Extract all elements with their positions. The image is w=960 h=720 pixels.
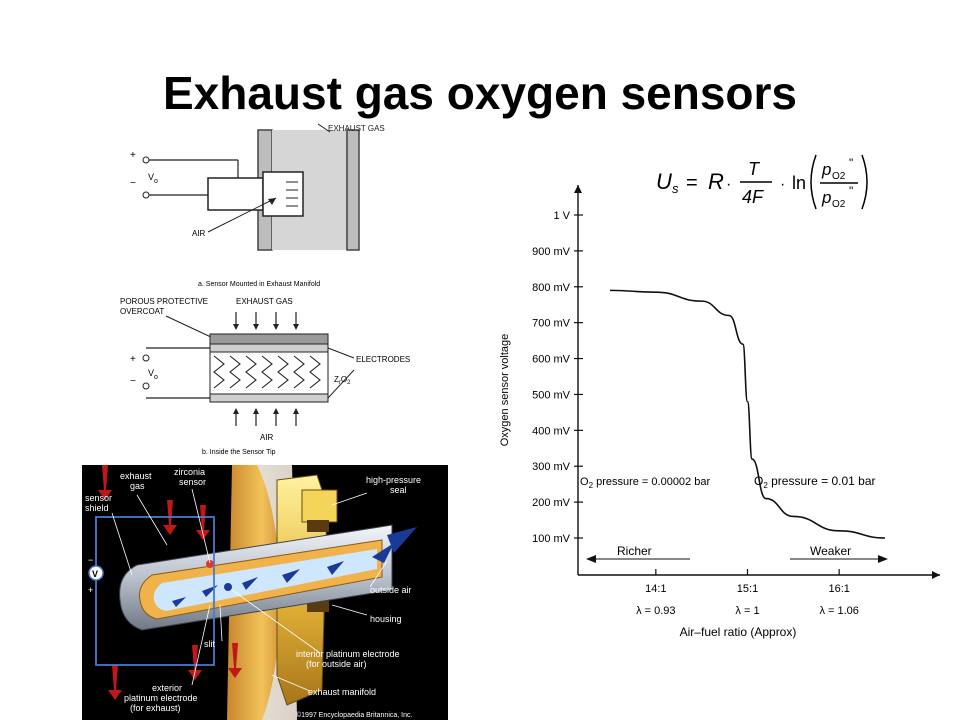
vo-label: V <box>148 172 154 182</box>
svg-text:ln: ln <box>792 173 806 193</box>
svg-text:T: T <box>748 159 761 179</box>
seal-top <box>307 520 329 532</box>
svg-text:−: − <box>88 555 93 565</box>
svg-text:p: p <box>821 188 831 207</box>
svg-text:": " <box>849 184 853 198</box>
lambda-label: λ = 1.06 <box>819 605 858 617</box>
outside-air-label: outside air <box>370 585 412 595</box>
air-label: AIR <box>192 229 206 238</box>
slit-label: slit <box>204 639 215 649</box>
y-axis-arrow <box>574 185 582 193</box>
svg-text:s: s <box>672 181 679 196</box>
y-tick-label: 500 mV <box>532 389 571 401</box>
svg-text:·: · <box>726 176 731 193</box>
y-tick-label: 300 mV <box>532 461 571 473</box>
y-tick-label: 700 mV <box>532 318 571 330</box>
lambda-label: λ = 0.93 <box>636 605 675 617</box>
chart-axes <box>574 185 940 579</box>
electrodes-label: ELECTRODES <box>356 355 410 364</box>
svg-text:V: V <box>92 569 98 579</box>
sensor-schematic-diagram: EXHAUST GAS + − V o AIR a. Sensor Mounte… <box>120 123 410 456</box>
housing-label: housing <box>370 614 402 624</box>
lambda-label: λ = 1 <box>735 605 759 617</box>
svg-text:O2: O2 <box>832 199 846 210</box>
lean-pressure-annotation: O2 pressure = 0.01 bar <box>754 474 876 490</box>
x-axis-arrow <box>932 571 940 579</box>
svg-text:R: R <box>708 169 724 194</box>
y-tick-label: 200 mV <box>532 497 571 509</box>
sensor-body <box>207 177 264 211</box>
copyright-label: ©1997 Encyclopaedia Britannica, Inc. <box>296 711 413 719</box>
svg-text:=: = <box>686 172 698 194</box>
outside-air-arrow <box>387 527 417 553</box>
x-tick-label: 14:1 <box>645 583 666 595</box>
y-tick-label: 900 mV <box>532 246 571 258</box>
y-tick-label: 100 mV <box>532 533 571 545</box>
y-tick-label: 600 mV <box>532 354 571 366</box>
x-tick-label: 15:1 <box>737 583 758 595</box>
interior-electrode-label: interior platinum electrode(for outside … <box>296 649 400 669</box>
porous-overcoat-label-1: POROUS PROTECTIVE <box>120 297 208 306</box>
voltage-chart: 1 V 900 mV 800 mV 700 mV 600 mV 500 mV 400 mV 3… <box>499 185 940 639</box>
svg-text:+: + <box>130 354 136 365</box>
slide-title: Exhaust gas oxygen sensors <box>162 67 798 119</box>
svg-text:V: V <box>148 368 154 378</box>
nernst-formula: U s = R · T 4F · ln p O2 " p O2 " <box>656 154 868 210</box>
exhaust-manifold-label: exhaust manifold <box>308 687 376 697</box>
x-axis-label: Air–fuel ratio (Approx) <box>680 625 797 639</box>
rich-pressure-annotation: O2 pressure = 0.00002 bar <box>580 476 710 490</box>
svg-text:o: o <box>154 178 158 185</box>
sensor-tip <box>262 171 304 217</box>
svg-text:p: p <box>821 160 831 179</box>
top-electrode-layer <box>209 343 329 353</box>
inner-air-channel <box>153 549 377 611</box>
svg-text:+: + <box>88 585 93 595</box>
svg-text:·: · <box>780 176 785 193</box>
svg-text:+: + <box>130 150 136 161</box>
porous-overcoat-label-2: OVERCOAT <box>120 307 164 316</box>
svg-text:": " <box>849 156 853 170</box>
voltmeter-icon <box>88 565 104 581</box>
air-b-label: AIR <box>260 433 274 442</box>
y-tick-label: 800 mV <box>532 282 571 294</box>
richer-label: Richer <box>617 544 652 558</box>
y-axis-label: Oxygen sensor voltage <box>499 334 511 447</box>
overcoat-layer <box>209 333 329 345</box>
svg-text:4F: 4F <box>742 187 764 207</box>
exhaust-arrows <box>98 465 242 700</box>
y-tick-label: 400 mV <box>532 425 571 437</box>
chart-x-ticks: 14:1 λ = 0.93 15:1 λ = 1 16:1 λ = 1.06 <box>636 569 859 617</box>
chart-y-ticks: 1 V 900 mV 800 mV 700 mV 600 mV 500 mV 400 mV 3… <box>532 210 583 545</box>
x-tick-label: 16:1 <box>828 583 849 595</box>
pipe-wall-right <box>346 129 360 251</box>
circuit-loop <box>95 516 215 666</box>
svg-text:O2: O2 <box>832 171 846 182</box>
svg-text:−: − <box>130 178 136 189</box>
series-line-voltage <box>609 289 886 539</box>
svg-text:U: U <box>656 169 672 194</box>
weaker-label: Weaker <box>810 544 851 558</box>
svg-text:o: o <box>154 374 158 381</box>
exhaust-gas-label: EXHAUST GAS <box>328 124 385 133</box>
bottom-electrode-layer <box>209 393 329 403</box>
exhaust-gas-b-label: EXHAUST GAS <box>236 297 293 306</box>
caption-b: b. Inside the Sensor Tip <box>202 449 276 456</box>
svg-text:−: − <box>130 376 136 387</box>
high-pressure-seal-block <box>301 489 338 523</box>
zro2-label: ZrO2 <box>334 375 351 386</box>
y-tick-label: 1 V <box>553 210 570 222</box>
caption-a: a. Sensor Mounted in Exhaust Manifold <box>198 281 320 288</box>
